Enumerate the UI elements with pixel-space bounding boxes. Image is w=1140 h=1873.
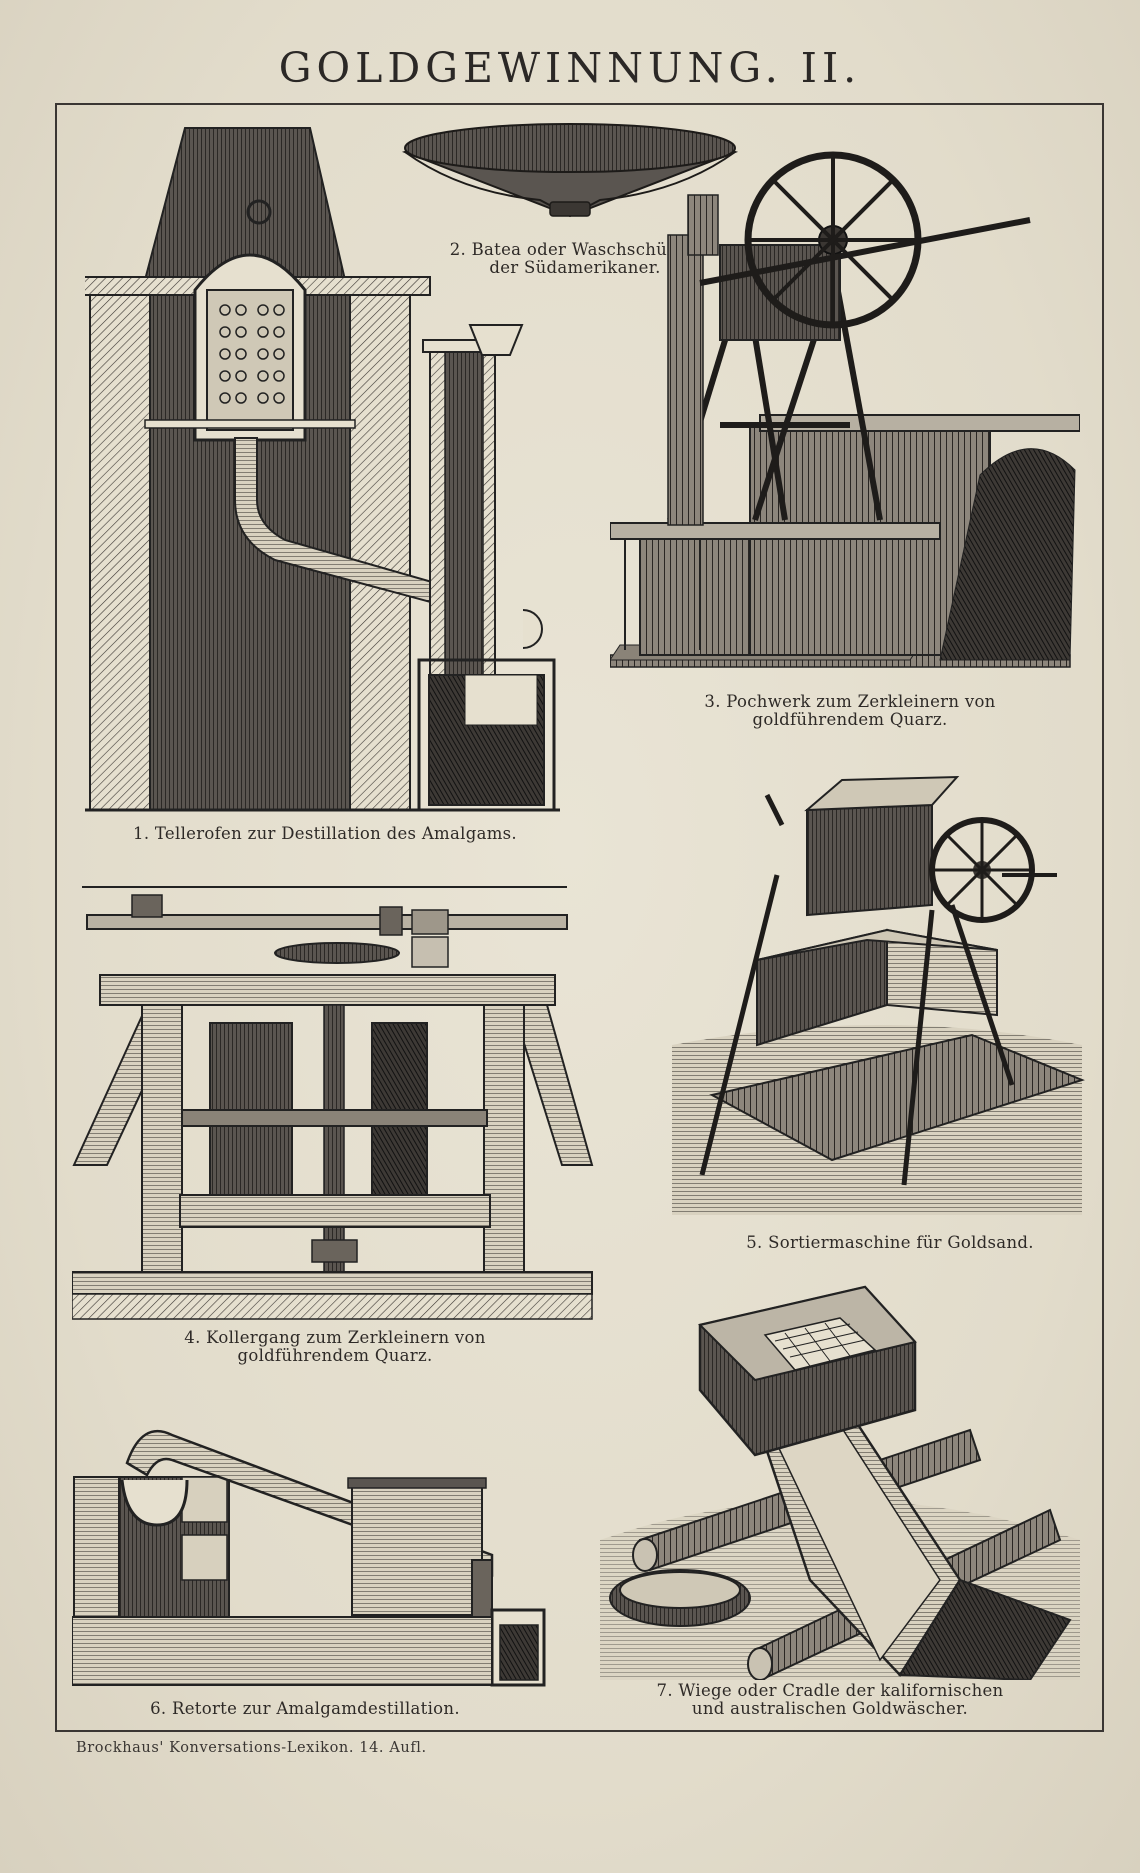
figure-6-caption: 6. Retorte zur Amalgamdestillation. — [135, 1700, 475, 1718]
figure-5-caption: 5. Sortiermaschine für Goldsand. — [720, 1234, 1060, 1252]
figure-7-caption: 7. Wiege oder Cradle der kalifornischen … — [620, 1682, 1040, 1718]
figure-6-retorte-illustration — [72, 1415, 562, 1695]
figure-3-caption-line-1: 3. Pochwerk zum Zerkleinern von — [704, 692, 996, 711]
figure-7-cradle-illustration — [580, 1280, 1085, 1680]
figure-7-caption-line-1: 7. Wiege oder Cradle der kalifornischen — [656, 1681, 1004, 1700]
plate-frame — [55, 103, 1104, 1732]
figure-5-sortiermaschine-illustration — [672, 755, 1092, 1215]
figure-4-caption-line-2: goldführendem Quarz. — [237, 1346, 433, 1365]
figure-4-caption-line-1: 4. Kollergang zum Zerkleinern von — [184, 1328, 486, 1347]
figure-2-caption-line-2: der Südamerikaner. — [489, 258, 661, 277]
figure-1-caption-line: 1. Tellerofen zur Destillation des Amalg… — [133, 824, 517, 843]
figure-6-caption-line: 6. Retorte zur Amalgamdestillation. — [150, 1699, 460, 1718]
figure-2-caption: 2. Batea oder Waschschüssel der Südameri… — [420, 241, 730, 277]
figure-3-pochwerk-illustration — [610, 125, 1080, 685]
page-title: GOLDGEWINNUNG. II. — [278, 44, 862, 92]
figure-3-caption-line-2: goldführendem Quarz. — [752, 710, 948, 729]
figure-7-caption-line-2: und australischen Goldwäscher. — [691, 1699, 969, 1718]
figure-5-caption-line: 5. Sortiermaschine für Goldsand. — [746, 1233, 1034, 1252]
figure-1-caption: 1. Tellerofen zur Destillation des Amalg… — [85, 825, 565, 843]
figure-4-caption: 4. Kollergang zum Zerkleinern von goldfü… — [150, 1329, 520, 1365]
figure-4-kollergang-illustration — [72, 885, 602, 1325]
publisher-footer: Brockhaus' Konversations-Lexikon. 14. Au… — [76, 1740, 427, 1756]
figure-3-caption: 3. Pochwerk zum Zerkleinern von goldführ… — [670, 693, 1030, 729]
figure-2-batea-illustration — [400, 112, 740, 237]
figure-2-caption-line-1: 2. Batea oder Waschschüssel — [449, 240, 701, 259]
figure-1-tellerofen-illustration — [85, 120, 575, 815]
